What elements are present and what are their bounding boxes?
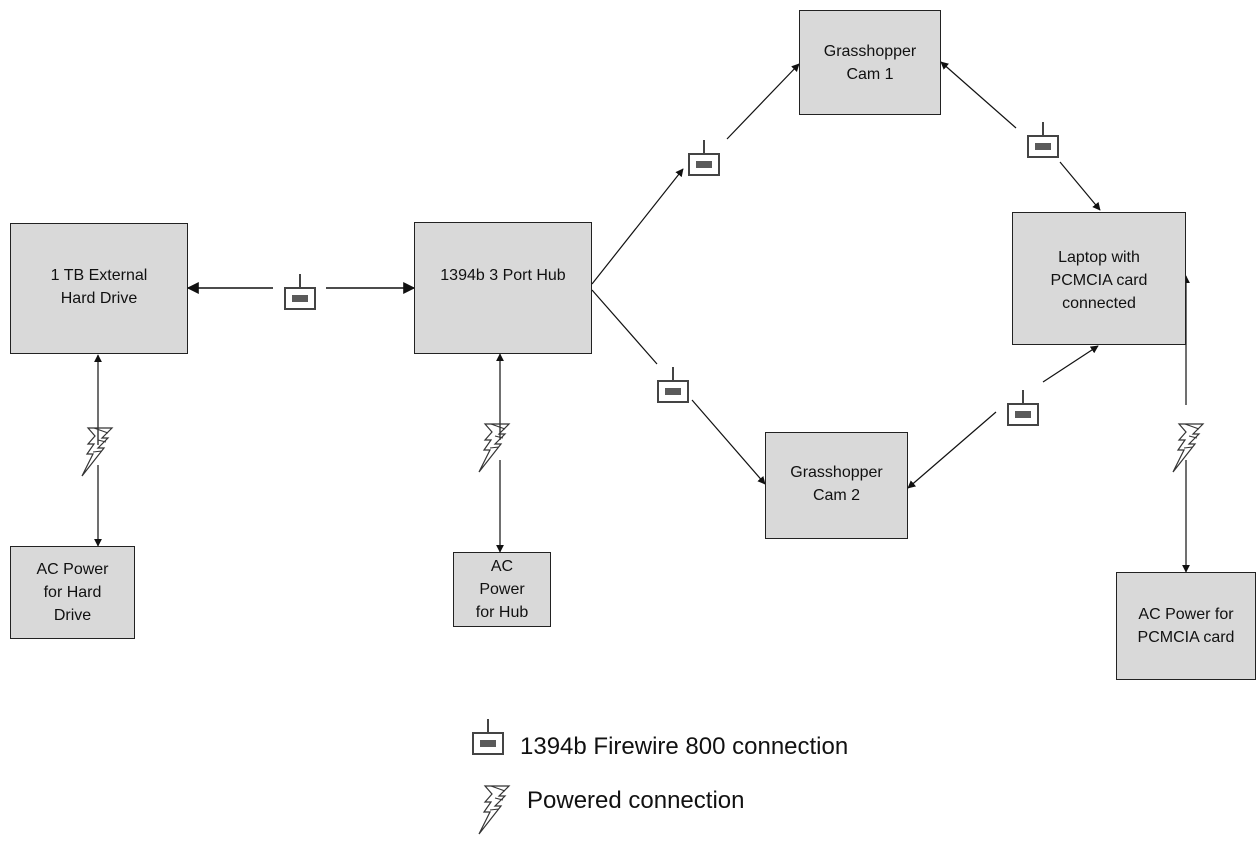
edge-laptop-cam1-lower	[1059, 161, 1101, 211]
ac-power-pcmcia-node: AC Power for PCMCIA card	[1116, 572, 1256, 680]
legend-firewire-icon	[472, 718, 504, 755]
edge-hub-cam1-upper	[726, 63, 800, 140]
legend-firewire-label: 1394b Firewire 800 connection	[520, 733, 849, 760]
firewire-port-icon	[1027, 121, 1059, 158]
lightning-bolt-icon	[478, 423, 510, 473]
firewire-port-icon	[1007, 389, 1039, 426]
lightning-bolt-icon	[81, 427, 113, 477]
ac-power-hard-drive-node: AC Power for Hard Drive	[10, 546, 135, 639]
lightning-bolt-icon	[1172, 423, 1204, 473]
edge-hub-cam2-lower	[691, 399, 766, 485]
firewire-port-icon	[284, 273, 316, 310]
laptop-node: Laptop with PCMCIA card connected	[1012, 212, 1186, 345]
legend-power-icon	[478, 785, 510, 835]
cam1-node: Grasshopper Cam 1	[799, 10, 941, 115]
firewire-port-icon	[688, 139, 720, 176]
hard-drive-node: 1 TB External Hard Drive	[10, 223, 188, 354]
edge-hub-cam2	[591, 289, 658, 365]
cam2-node: Grasshopper Cam 2	[765, 432, 908, 539]
legend-power-label: Powered connection	[527, 787, 745, 814]
ac-power-hub-node: AC Power for Hub	[453, 552, 551, 627]
firewire-port-icon	[657, 366, 689, 403]
edge-laptop-cam2-lower	[907, 411, 997, 489]
hub-node: 1394b 3 Port Hub	[414, 222, 592, 354]
edge-laptop-cam2-upper	[1042, 345, 1099, 383]
edge-laptop-cam1-upper	[940, 61, 1017, 129]
edge-hub-cam1	[591, 168, 684, 285]
